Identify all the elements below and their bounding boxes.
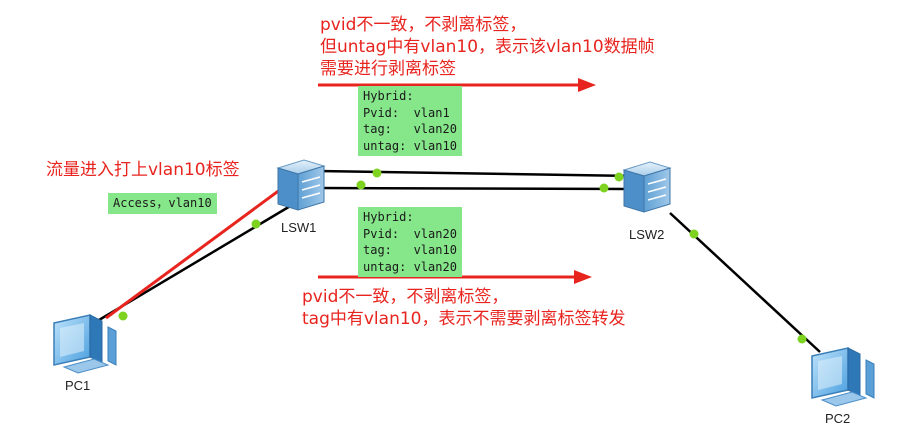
- lsw2-label: LSW2: [629, 227, 665, 242]
- port-dot: [614, 172, 624, 182]
- annotation-bottom-line-2: tag中有vlan10，表示不需要剥离标签转发: [302, 309, 626, 329]
- pc2-label: PC2: [825, 411, 851, 426]
- hybrid-config-line: Pvid: vlan20: [363, 226, 457, 241]
- hybrid-config-line: Hybrid:: [363, 89, 414, 103]
- hybrid-config-line: untag: vlan20: [363, 259, 457, 274]
- hybrid-config-top: Hybrid: Pvid: vlan1 tag: vlan20 untag: vlan…: [358, 86, 462, 156]
- port-dot: [356, 180, 366, 190]
- hybrid-config-line: Pvid: vlan1: [363, 105, 450, 120]
- port-dot: [251, 219, 261, 229]
- switch-icon[interactable]: [622, 161, 672, 213]
- link-lsw1-lsw2-b: [317, 186, 635, 191]
- annotation-top-line-1: pvid不一致，不剥离标签，: [320, 15, 527, 35]
- switch-icon[interactable]: [276, 159, 326, 211]
- hybrid-config-line: tag: vlan10: [363, 243, 457, 257]
- pc1-label: PC1: [65, 378, 91, 393]
- annotation-top-line-2: 但untag中有vlan10，表示该vlan10数据帧: [320, 37, 655, 57]
- lsw1-label: LSW1: [281, 220, 317, 235]
- arrow-top-to-lsw2: [318, 78, 596, 92]
- link-lsw1-lsw2-a: [317, 169, 635, 178]
- port-dot: [372, 168, 382, 178]
- annotation-top-line-3: 需要进行剥离标签: [320, 59, 456, 79]
- port-dot: [689, 229, 699, 239]
- port-dot: [797, 334, 807, 344]
- pc-icon[interactable]: [811, 347, 875, 407]
- hybrid-config-line: tag: vlan20: [363, 122, 457, 136]
- arrow-bottom-to-lsw2: [318, 270, 592, 284]
- access-config-box: Access，vlan10: [108, 193, 217, 214]
- annotation-bottom-line-1: pvid不一致，不剥离标签，: [302, 287, 509, 307]
- port-dot: [599, 183, 609, 193]
- annotation-left: 流量进入打上vlan10标签: [46, 160, 240, 180]
- hybrid-config-bottom: Hybrid: Pvid: vlan20 tag: vlan10 untag: vla…: [358, 207, 462, 277]
- hybrid-config-line: Hybrid:: [363, 210, 414, 224]
- port-dot: [118, 311, 128, 321]
- pc-icon[interactable]: [53, 314, 117, 374]
- hybrid-config-line: untag: vlan10: [363, 138, 457, 153]
